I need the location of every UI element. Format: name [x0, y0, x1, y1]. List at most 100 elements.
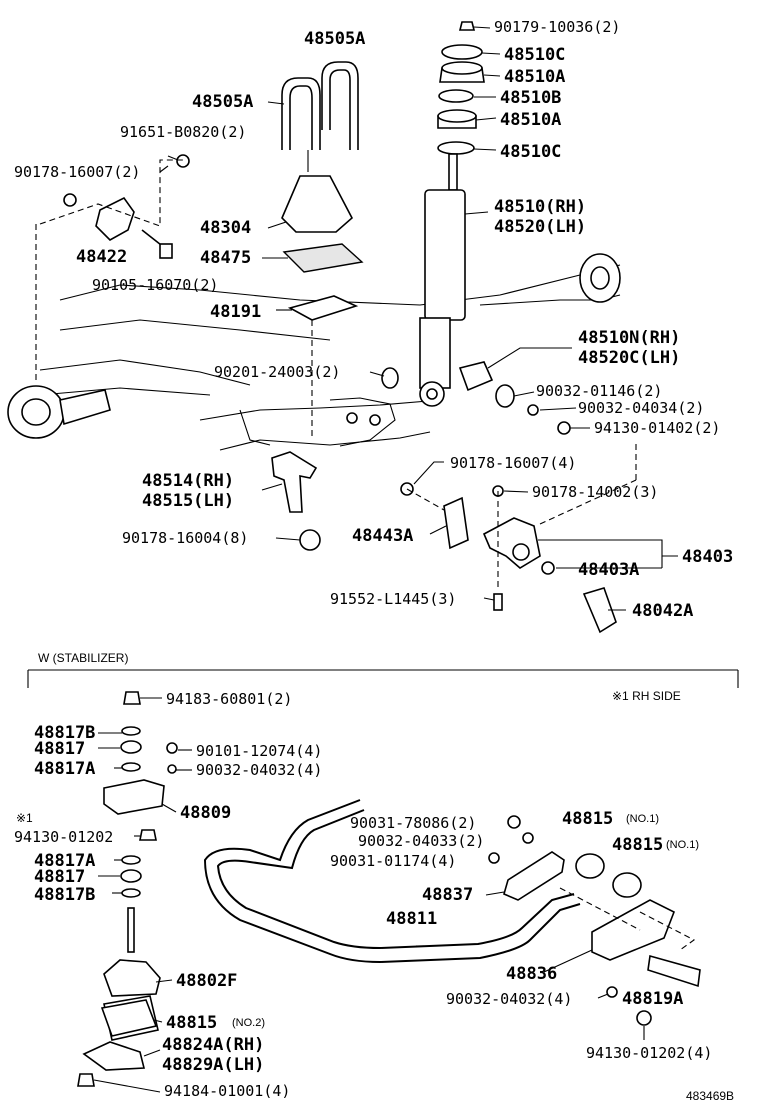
label-90101: 90101-12074(4) — [196, 742, 322, 760]
stabilizer-bar — [203, 799, 581, 964]
label-90178-16007-b: 90178-16007(4) — [450, 454, 576, 472]
leader-lines-top — [159, 26, 678, 611]
section-title: W (STABILIZER) — [38, 651, 128, 665]
label-48815-no1-a: 48815 — [562, 809, 613, 829]
label-90032-04032-a: 90032-04032(4) — [196, 761, 322, 779]
link-48837 — [503, 851, 565, 901]
label-48505A-left: 48505A — [192, 92, 253, 112]
label-48510B: 48510B — [500, 88, 561, 108]
label-48443A: 48443A — [352, 526, 413, 546]
leader-lines-bottom — [93, 697, 645, 1093]
label-48836: 48836 — [506, 964, 557, 984]
label-48829A: 48829A(LH) — [162, 1055, 264, 1075]
label-48520C: 48520C(LH) — [578, 348, 680, 368]
bolt-90031-01174 — [488, 852, 500, 864]
label-90179: 90179-10036(2) — [494, 18, 620, 36]
shock-absorber — [419, 153, 466, 407]
part-labels: 48505A 48505A 91651-B0820(2) 90178-16007… — [14, 18, 733, 1100]
label-48042A: 48042A — [632, 601, 693, 621]
shock-mount-stack — [437, 21, 485, 155]
label-48510A-b: 48510A — [500, 110, 561, 130]
label-48403A: 48403A — [578, 560, 639, 580]
axle-housing-drawing — [7, 253, 621, 451]
label-48510C-b: 48510C — [500, 142, 561, 162]
nut-94130-01402 — [557, 421, 571, 435]
label-90105: 90105-16070(2) — [92, 276, 218, 294]
figure-id: 483469B — [686, 1089, 734, 1103]
label-48817A-a: 48817A — [34, 759, 95, 779]
nut-90178-a — [63, 193, 77, 207]
label-48510C-a: 48510C — [504, 45, 565, 65]
label-48817B-b: 48817B — [34, 885, 95, 905]
hanger-48403 — [482, 517, 541, 569]
nut-90031-78086 — [507, 815, 521, 829]
label-48510A-a: 48510A — [504, 67, 565, 87]
bolt-91552 — [493, 593, 503, 611]
label-48815-no1-b: 48815 — [612, 835, 663, 855]
washer-90032-04034 — [527, 404, 539, 416]
label-48817-a: 48817 — [34, 739, 85, 759]
label-90032-04033: 90032-04033(2) — [358, 832, 484, 850]
label-90178-14002: 90178-14002(3) — [532, 483, 658, 501]
bushing-48815-no1-b — [612, 872, 642, 898]
plate-48191 — [287, 295, 359, 321]
label-48817B-a: 48817B — [34, 723, 95, 743]
label-91651: 91651-B0820(2) — [120, 123, 246, 141]
pad-48475 — [282, 243, 364, 273]
shackle-48443A — [443, 496, 469, 550]
label-48802F: 48802F — [176, 971, 237, 991]
nut-90032-04032-b — [606, 986, 618, 998]
label-48837: 48837 — [422, 885, 473, 905]
label-48515: 48515(LH) — [142, 491, 234, 511]
notes: W (STABILIZER) ※1 RH SIDE ※1 483469B — [16, 651, 734, 1103]
label-48824A: 48824A(RH) — [162, 1035, 264, 1055]
bushing-48815-no1-a — [575, 853, 605, 879]
label-48819A: 48819A — [622, 989, 683, 1009]
label-91552: 91552-L1445(3) — [330, 590, 456, 608]
u-bolt-drawing — [281, 61, 359, 172]
bracket-48422 — [95, 196, 135, 241]
label-90178-16004: 90178-16004(8) — [122, 529, 248, 547]
sublabel-no2: (NO.2) — [232, 1017, 265, 1029]
nut-94130-01202-b — [636, 1010, 652, 1026]
label-48422: 48422 — [76, 247, 127, 267]
bolt-90105 — [141, 229, 173, 259]
bolt-48819A — [647, 954, 701, 988]
spring-seat-48304 — [281, 175, 354, 233]
label-48403: 48403 — [682, 547, 733, 567]
bushing-48403A — [541, 561, 555, 575]
sublabel-no1-a: (NO.1) — [626, 813, 659, 825]
label-48514: 48514(RH) — [142, 471, 234, 491]
label-48809: 48809 — [180, 803, 231, 823]
bracket-48836 — [591, 899, 676, 961]
washer-90032-01146 — [495, 384, 515, 408]
label-48811: 48811 — [386, 909, 437, 929]
stabilizer-bar-inner — [216, 809, 575, 950]
label-90031-78086: 90031-78086(2) — [350, 814, 476, 832]
stabilizer-section-frame — [27, 669, 739, 688]
label-48191: 48191 — [210, 302, 261, 322]
washer-90201 — [381, 367, 399, 389]
label-90031-01174: 90031-01174(4) — [330, 852, 456, 870]
label-48815-no2: 48815 — [166, 1013, 217, 1033]
label-90032-04032-b: 90032-04032(4) — [446, 990, 572, 1008]
rh-side-note: ※1 RH SIDE — [612, 689, 681, 703]
bracket-48514 — [271, 451, 318, 513]
label-90178-16007-a: 90178-16007(2) — [14, 163, 140, 181]
label-94130-01202-b: 94130-01202(4) — [586, 1044, 712, 1062]
label-94130-01202-a: 94130-01202 — [14, 828, 113, 846]
label-48475: 48475 — [200, 248, 251, 268]
label-90032-01146: 90032-01146(2) — [536, 382, 662, 400]
label-94130-01402: 94130-01402(2) — [594, 419, 720, 437]
label-48304: 48304 — [200, 218, 251, 238]
label-48510N: 48510N(RH) — [578, 328, 680, 348]
label-48817-b: 48817 — [34, 867, 85, 887]
label-48510-rh: 48510(RH) — [494, 197, 586, 217]
label-94183: 94183-60801(2) — [166, 690, 292, 708]
label-48817A-b: 48817A — [34, 851, 95, 871]
marker-note: ※1 — [16, 811, 33, 825]
label-48505A-top: 48505A — [304, 29, 365, 49]
bushing-48510N — [458, 361, 494, 392]
